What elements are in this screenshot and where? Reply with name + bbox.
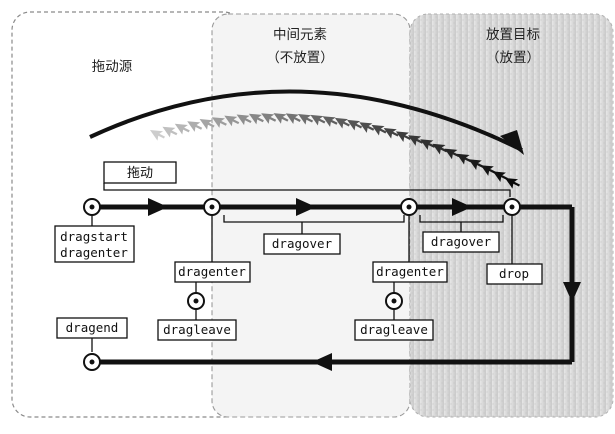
cursor-trail: [150, 113, 520, 189]
dragleave-middle-box: [157, 319, 237, 341]
cursor-trail-icon: [273, 113, 289, 124]
intermediate-zone-title: 中间元素: [273, 27, 327, 43]
cursor-trail-icon: [383, 128, 399, 139]
cursor-trail-icon: [298, 114, 314, 125]
event-node-drop: [503, 198, 521, 216]
cursor-trail-icon: [347, 119, 363, 131]
cursor-trail-icon: [322, 116, 338, 127]
dragover-target-label: dragover: [431, 234, 492, 249]
flow-arrow-back: [312, 353, 332, 371]
cursor-trail-icon: [236, 114, 252, 126]
target-zone-title: 放置目标: [486, 27, 540, 43]
dragenter-target-box: [372, 261, 448, 283]
source-zone-title: 拖动源: [92, 59, 133, 75]
dragend-box: [56, 317, 128, 339]
cursor-trail-icon: [408, 135, 424, 146]
dragstart-box: [54, 225, 135, 263]
dragend-label: dragend: [66, 320, 119, 335]
cursor-trail-icon: [432, 143, 448, 155]
flow-arrow-1: [148, 198, 168, 216]
cursor-trail-icon: [468, 159, 484, 170]
drop-box: [486, 263, 543, 285]
flow-arrow-down: [563, 282, 581, 302]
cursor-trail-icon: [199, 119, 215, 130]
target-zone-subtitle: （放置）: [486, 50, 540, 66]
cursor-trail-icon: [248, 113, 264, 125]
event-node-end: [83, 353, 101, 371]
event-node-target-enter: [400, 198, 418, 216]
cursor-trail-icon: [420, 139, 436, 150]
dragstart-label: dragstart: [60, 229, 128, 244]
cursor-trail-icon: [211, 117, 227, 128]
dragover-middle-label: dragover: [272, 236, 333, 251]
cursor-trail-icon: [395, 131, 411, 143]
dragenter-source-label: dragenter: [60, 245, 128, 260]
event-node-start: [83, 198, 101, 216]
cursor-trail-icon: [456, 153, 472, 165]
cursor-trail-icon: [261, 113, 277, 124]
cursor-trail-icon: [285, 113, 301, 125]
dragover-bracket-middle: [223, 215, 405, 223]
drag-bracket: [103, 183, 511, 197]
cursor-trail-icon: [492, 171, 508, 183]
cursor-trail-icon: [162, 126, 178, 138]
dragenter-target-label: dragenter: [376, 264, 444, 279]
event-node-middle-enter: [203, 198, 221, 216]
cursor-trail-icon: [310, 114, 326, 126]
cursor-trail-icon: [174, 123, 190, 135]
dragenter-middle-label: dragenter: [178, 264, 246, 279]
dragleave-middle-label: dragleave: [163, 322, 231, 337]
dragover-middle-box: [263, 233, 341, 255]
cursor-trail-icon: [150, 130, 165, 141]
cursor-trail-icon: [480, 165, 496, 176]
dragover-target-box: [422, 231, 500, 253]
drag-label-box: [103, 161, 177, 184]
intermediate-zone-subtitle: （不放置）: [266, 50, 334, 66]
cursor-trail-icon: [371, 124, 387, 136]
cursor-trail-icon: [334, 117, 350, 129]
dragleave-target-label: dragleave: [360, 322, 428, 337]
intermediate-zone: [211, 13, 411, 418]
cursor-trail-icon: [359, 122, 375, 133]
cursor-trail-icon: [444, 148, 460, 160]
event-node-middle-leave: [187, 292, 205, 310]
dragenter-middle-box: [174, 261, 251, 283]
cursor-trail-icon: [187, 121, 203, 132]
drop-label: drop: [499, 266, 529, 281]
drag-trajectory-arc: [89, 89, 523, 152]
cursor-trail-icon: [505, 178, 520, 189]
flow-arrow-2: [296, 198, 316, 216]
trajectory-arrowhead: [500, 130, 524, 155]
drag-label: 拖动: [127, 166, 153, 181]
event-node-target-leave: [385, 292, 403, 310]
flow-arrow-3: [452, 198, 472, 216]
cursor-trail-icon: [224, 115, 240, 127]
